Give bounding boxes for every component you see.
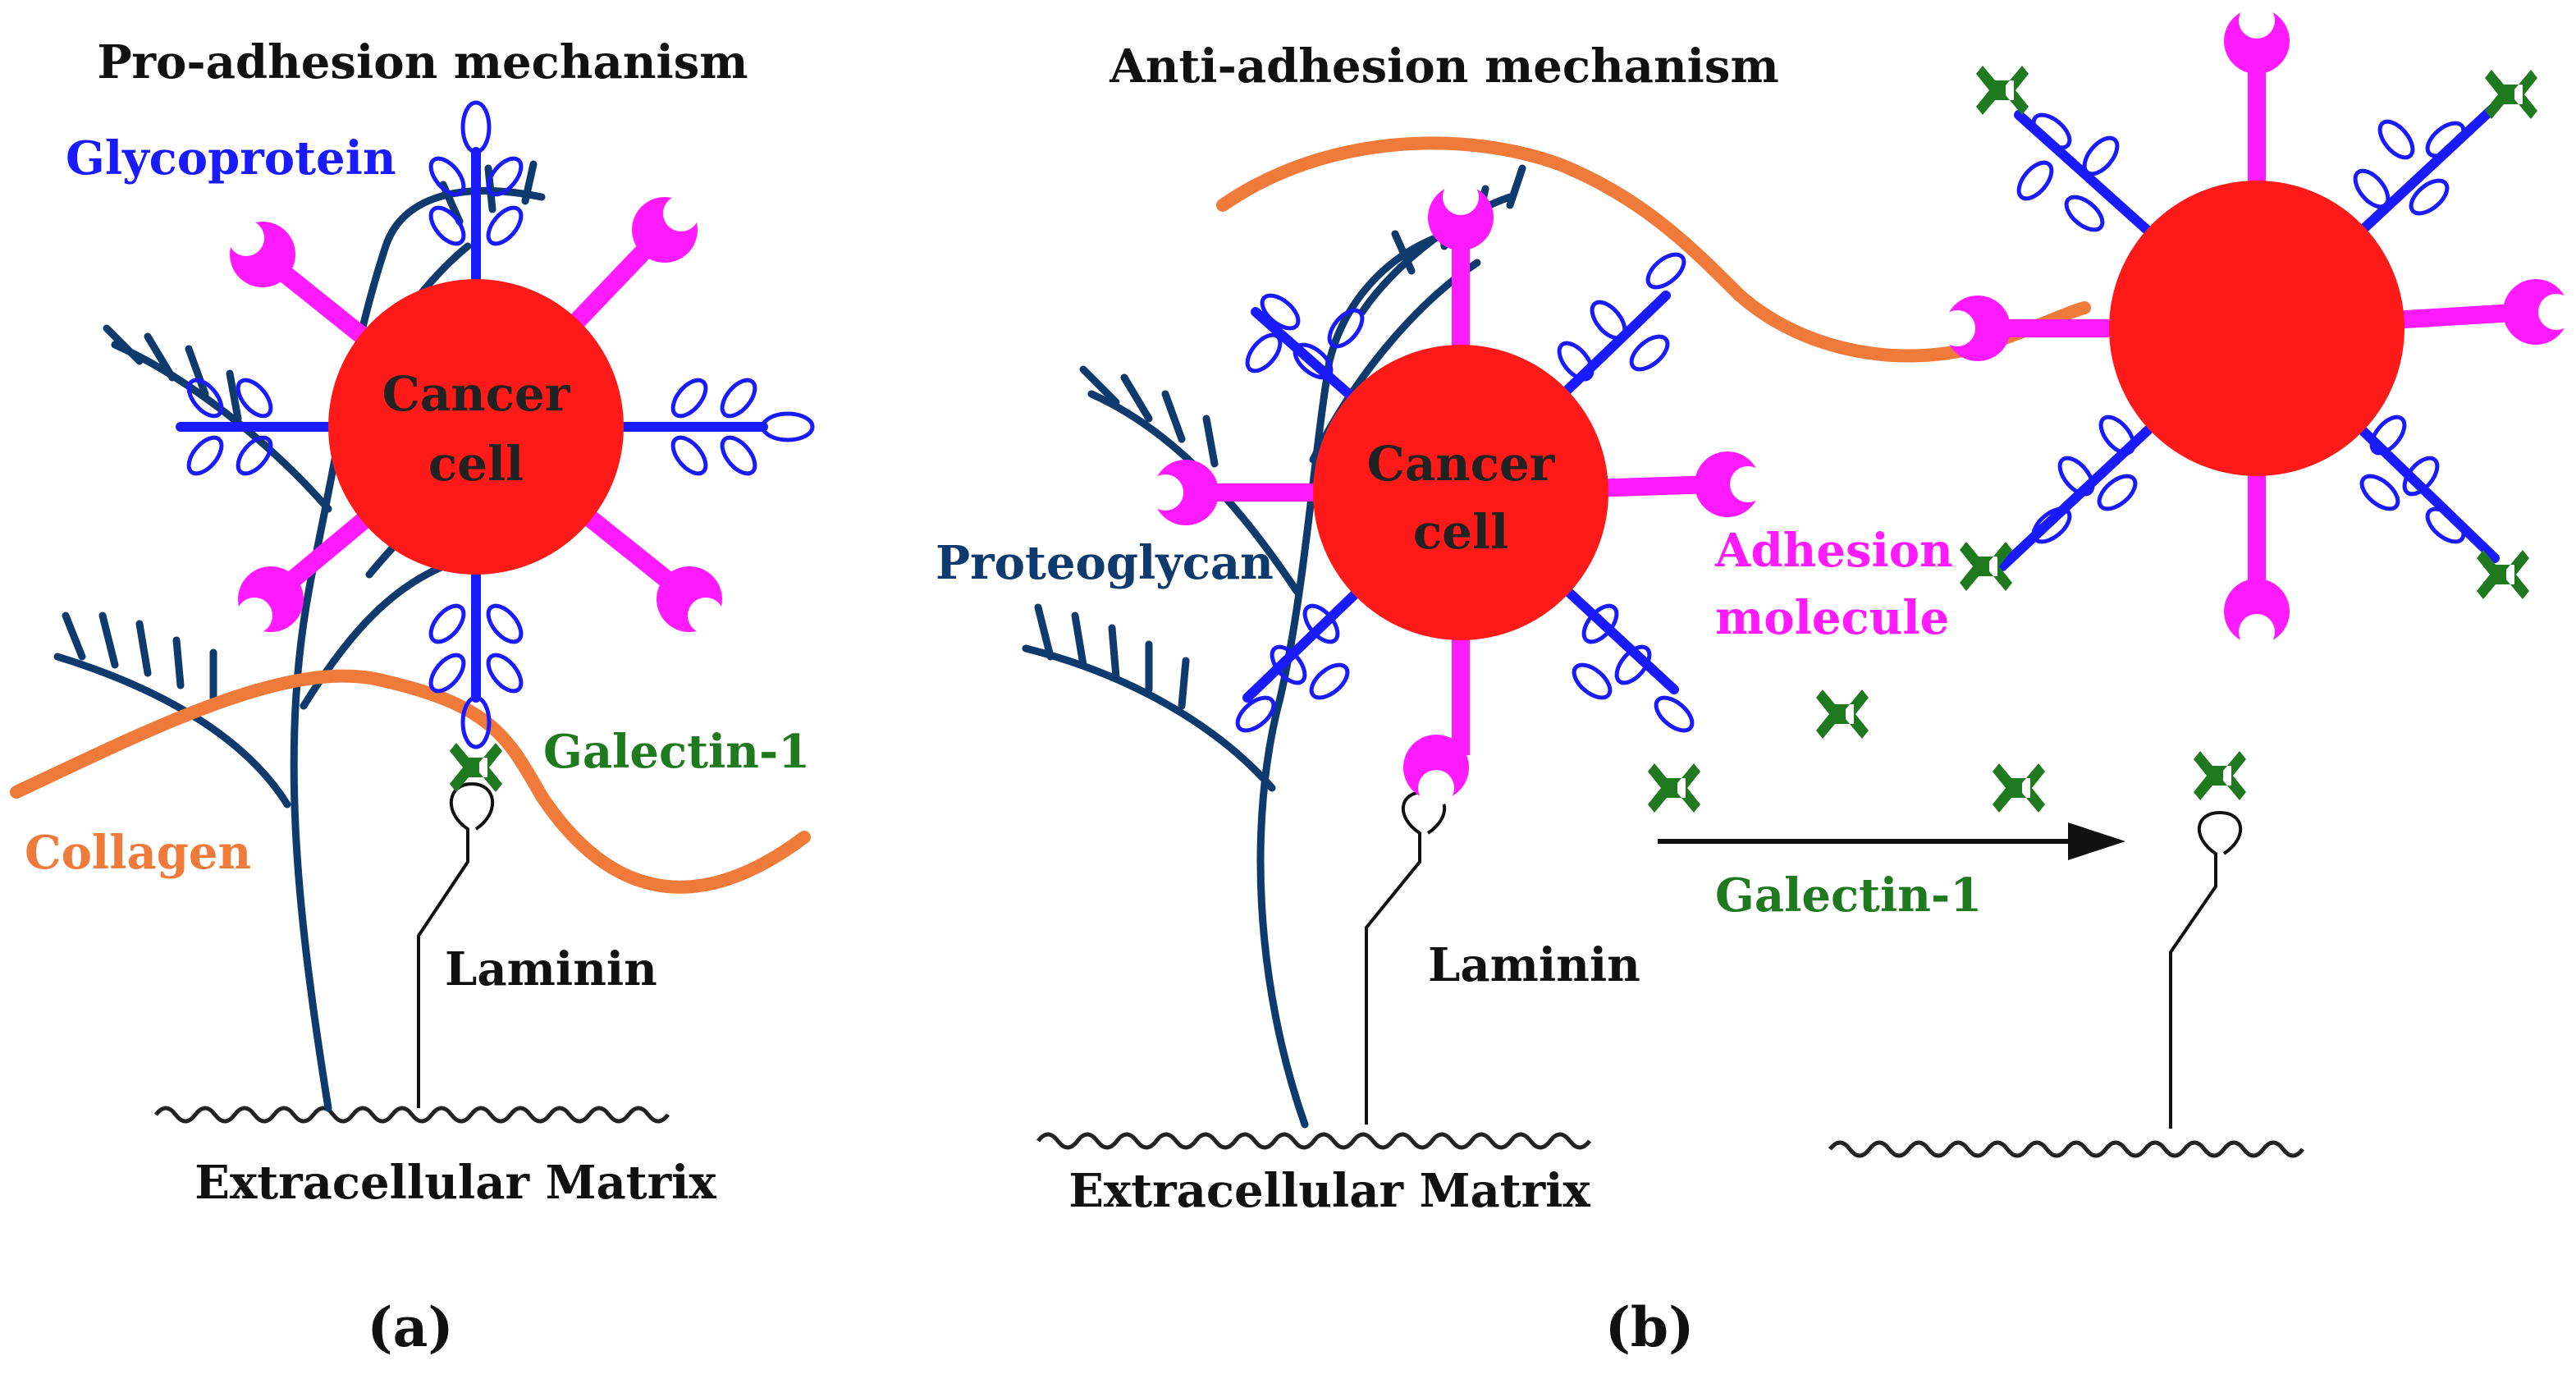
galectin-on-cell-4 xyxy=(2477,550,2529,599)
galectin-on-cell-1 xyxy=(1976,66,2029,115)
panel-b-title: Anti-adhesion mechanism xyxy=(1109,39,1778,94)
galectin-bound-b xyxy=(2194,751,2246,800)
collagen-label: Collagen xyxy=(25,826,251,880)
galectin-free-3 xyxy=(1993,763,2045,813)
panel-a-label: (a) xyxy=(367,1295,453,1359)
cancer-cell-a-label-1: Cancer xyxy=(382,366,571,422)
laminin-a xyxy=(417,781,495,1108)
collagen-fiber-a xyxy=(10,669,811,894)
cancer-cell-b xyxy=(1313,345,1608,640)
laminin-label-b: Laminin xyxy=(1428,938,1640,992)
cancer-cell-a-label-2: cell xyxy=(428,436,524,492)
cancer-cell-detached xyxy=(2109,181,2404,476)
release-arrow xyxy=(1658,822,2125,860)
panel-a: Pro-adhesion mechanism xyxy=(10,35,815,1359)
extracellular-matrix-wave-b-left xyxy=(1036,1132,1591,1150)
galectin-label-a: Galectin-1 xyxy=(543,725,810,779)
galectin-free-1 xyxy=(1648,763,1700,813)
cancer-cell-b-label-2: cell xyxy=(1413,504,1508,560)
galectin-on-cell-2 xyxy=(2485,70,2537,119)
cancer-cell-b-label-1: Cancer xyxy=(1367,436,1556,492)
extracellular-matrix-label-a: Extracellular Matrix xyxy=(194,1156,716,1210)
adhesion-molecule-label-2: molecule xyxy=(1715,591,1949,645)
panel-a-title: Pro-adhesion mechanism xyxy=(97,35,748,89)
extracellular-matrix-wave-b-right xyxy=(1828,1140,2304,1158)
extracellular-matrix-wave-a xyxy=(154,1106,670,1124)
extracellular-matrix-label-b: Extracellular Matrix xyxy=(1068,1164,1590,1218)
galectin-label-b: Galectin-1 xyxy=(1715,868,1982,923)
cancer-cell-a xyxy=(328,279,624,575)
galectin-free-2 xyxy=(1816,689,1869,739)
laminin-b-right xyxy=(2169,810,2242,1129)
panel-b: Anti-adhesion mechanism xyxy=(936,2,2574,1359)
laminin-label-a: Laminin xyxy=(445,942,657,996)
adhesion-molecule-label-1: Adhesion xyxy=(1714,524,1953,578)
panel-b-label: (b) xyxy=(1605,1295,1695,1359)
glycoprotein-label: Glycoprotein xyxy=(66,131,396,186)
proteoglycan-label: Proteoglycan xyxy=(936,536,1274,590)
